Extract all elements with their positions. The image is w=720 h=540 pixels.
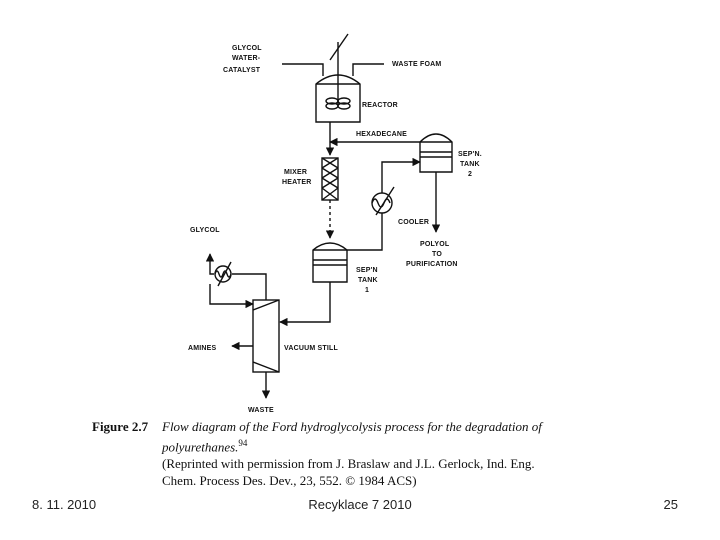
svg-text:TANK: TANK (358, 277, 378, 284)
svg-text:PURIFICATION: PURIFICATION (406, 261, 458, 268)
mixer-heater (321, 157, 339, 201)
reactor-vessel (315, 33, 361, 123)
credit-line-1: (Reprinted with permission from J. Brasl… (162, 456, 535, 472)
label-hexadecane: HEXADECANE (356, 131, 407, 138)
svg-text:2: 2 (468, 171, 472, 178)
glycol-feed-line (282, 63, 324, 76)
svg-text:HEATER: HEATER (282, 179, 311, 186)
label-mixer-heater: MIXER HEATER (282, 169, 311, 186)
label-reactor: REACTOR (362, 102, 398, 109)
vacuum-still (252, 299, 280, 373)
label-amines: AMINES (188, 345, 217, 352)
reference-superscript: 94 (238, 438, 248, 448)
svg-text:SEP'N: SEP'N (356, 267, 378, 274)
footer-title: Recyklace 7 2010 (308, 497, 412, 512)
label-sep-tank-2: SEP'N. TANK 2 (458, 151, 482, 178)
label-waste: WASTE (248, 407, 274, 414)
process-flow-diagram: GLYCOL WATER- CATALYST WASTE FOAM REACTO… (188, 33, 482, 414)
glycol-recycle-line (205, 253, 215, 275)
tank1-to-cooler-line (347, 213, 383, 251)
svg-text:TO: TO (432, 251, 442, 258)
separation-tank-1 (312, 242, 348, 283)
svg-text:1: 1 (365, 287, 369, 294)
svg-text:GLYCOL: GLYCOL (232, 45, 262, 52)
footer-page-number: 25 (663, 497, 678, 512)
svg-text:WATER-: WATER- (232, 55, 261, 62)
label-glycol: GLYCOL (190, 227, 220, 234)
label-vacuum-still: VACUUM STILL (284, 345, 339, 352)
waste-foam-feed-line (352, 63, 384, 76)
label-sep-tank-1: SEP'N TANK 1 (356, 267, 378, 294)
label-glycol-water-catalyst: GLYCOL WATER- CATALYST (223, 45, 262, 74)
glycol-return-line (209, 284, 254, 309)
svg-text:POLYOL: POLYOL (420, 241, 450, 248)
still-overhead-line (232, 273, 267, 300)
cooler (371, 186, 395, 216)
svg-text:SEP'N.: SEP'N. (458, 151, 482, 158)
tank1-to-still-line (279, 282, 331, 327)
footer-date: 8. 11. 2010 (32, 497, 97, 512)
label-waste-foam: WASTE FOAM (392, 61, 441, 68)
svg-text:CATALYST: CATALYST (223, 67, 261, 74)
label-cooler: COOLER (398, 219, 429, 226)
condenser (214, 261, 232, 287)
figure-title-line-1: Flow diagram of the Ford hydroglycolysis… (162, 419, 542, 434)
figure-title-line-2: polyurethanes. (162, 439, 239, 455)
figure-caption: Figure 2.7 Flow diagram of the Ford hydro… (92, 418, 612, 489)
svg-text:MIXER: MIXER (284, 169, 307, 176)
cooler-to-tank2-line (381, 157, 421, 193)
label-polyol-to-purification: POLYOL TO PURIFICATION (406, 241, 458, 268)
credit-line-2: Chem. Process Des. Dev., 23, 552. © 1984… (162, 473, 417, 489)
svg-text:TANK: TANK (460, 161, 480, 168)
separation-tank-2 (419, 133, 453, 173)
figure-number: Figure 2.7 (92, 419, 149, 434)
